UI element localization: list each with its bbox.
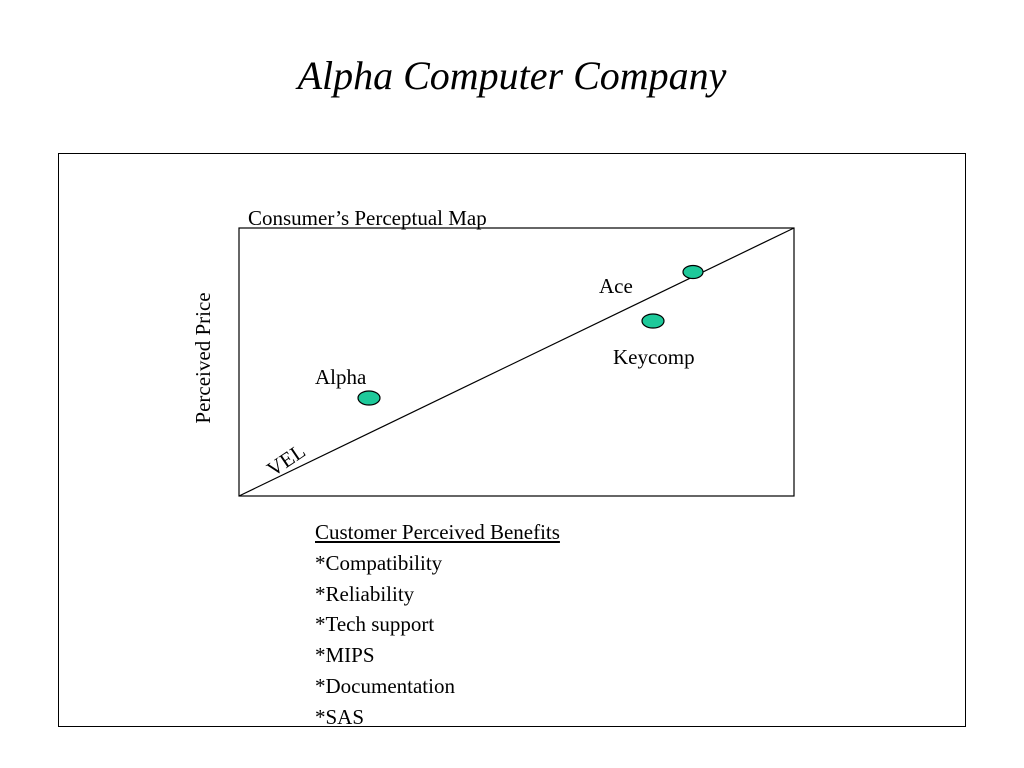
ace-label: Ace <box>599 274 633 298</box>
alpha-marker <box>357 390 381 406</box>
benefits-heading: Customer Perceived Benefits <box>315 520 560 544</box>
y-axis-label: Perceived Price <box>191 292 215 424</box>
benefit-item: *MIPS <box>315 643 375 668</box>
benefit-item: *Compatibility <box>315 550 443 575</box>
map-title: Consumer’s Perceptual Map <box>248 206 487 230</box>
benefit-item: *Tech support <box>315 612 435 637</box>
vel-line <box>238 227 795 497</box>
ace-marker <box>682 264 704 280</box>
keycomp-marker <box>641 313 665 329</box>
slide-title: Alpha Computer Company <box>297 53 727 98</box>
alpha-label: Alpha <box>315 365 367 389</box>
benefit-item: *SAS <box>315 704 365 729</box>
benefit-item: *Documentation <box>315 673 455 698</box>
benefits-list: Customer Perceived Benefits *Compatibili… <box>315 517 560 733</box>
content-frame <box>58 153 966 727</box>
benefit-item: *Reliability <box>315 581 415 606</box>
map-box <box>238 227 795 497</box>
keycomp-label: Keycomp <box>613 345 695 369</box>
